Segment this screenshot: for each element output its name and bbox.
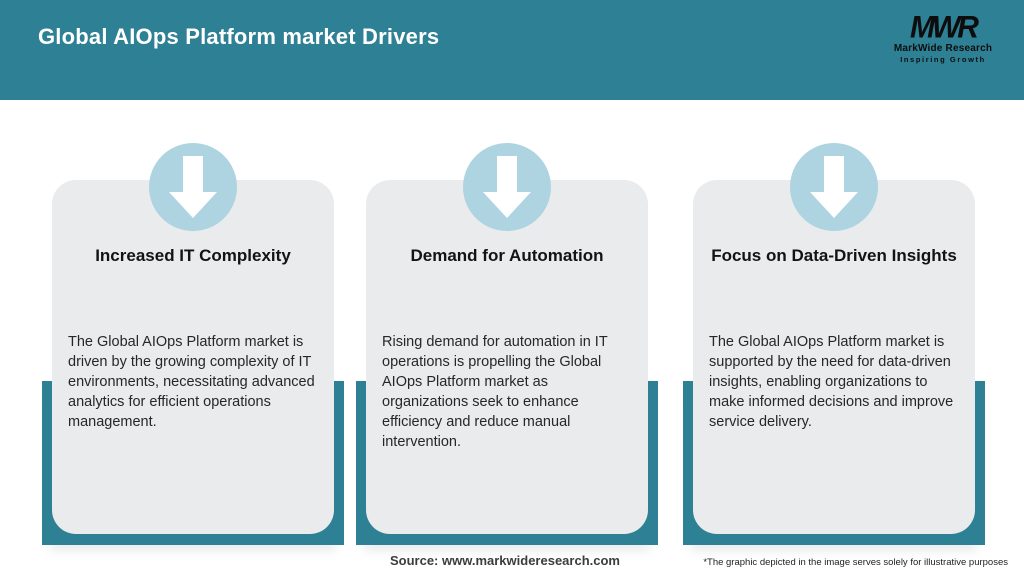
card-description: The Global AIOps Platform market is driv… — [68, 334, 315, 430]
logo-tagline: Inspiring Growth — [900, 55, 986, 64]
markwide-logo: MWR MarkWide Research Inspiring Growth — [888, 10, 998, 64]
card-title: Increased IT Complexity — [95, 246, 291, 265]
card-description: Rising demand for automation in IT opera… — [382, 334, 608, 450]
down-arrow-icon — [790, 143, 878, 231]
card-title: Focus on Data-Driven Insights — [711, 246, 957, 265]
header-bar: Global AIOps Platform market Drivers MWR… — [0, 0, 1024, 100]
driver-card: Demand for Automation Rising demand for … — [366, 180, 648, 534]
logo-monogram: MWR — [910, 10, 979, 45]
driver-card: Increased IT Complexity The Global AIOps… — [52, 180, 334, 534]
page-title: Global AIOps Platform market Drivers — [38, 24, 440, 49]
card-description: The Global AIOps Platform market is supp… — [709, 334, 954, 430]
down-arrow-icon — [149, 143, 237, 231]
driver-card: Focus on Data-Driven Insights The Global… — [693, 180, 975, 534]
disclaimer-text: *The graphic depicted in the image serve… — [703, 557, 1008, 568]
down-arrow-icon — [463, 143, 551, 231]
source-text: Source: www.markwideresearch.com — [389, 553, 620, 568]
logo-company-name: MarkWide Research — [893, 43, 993, 54]
card-title: Demand for Automation — [410, 246, 604, 265]
